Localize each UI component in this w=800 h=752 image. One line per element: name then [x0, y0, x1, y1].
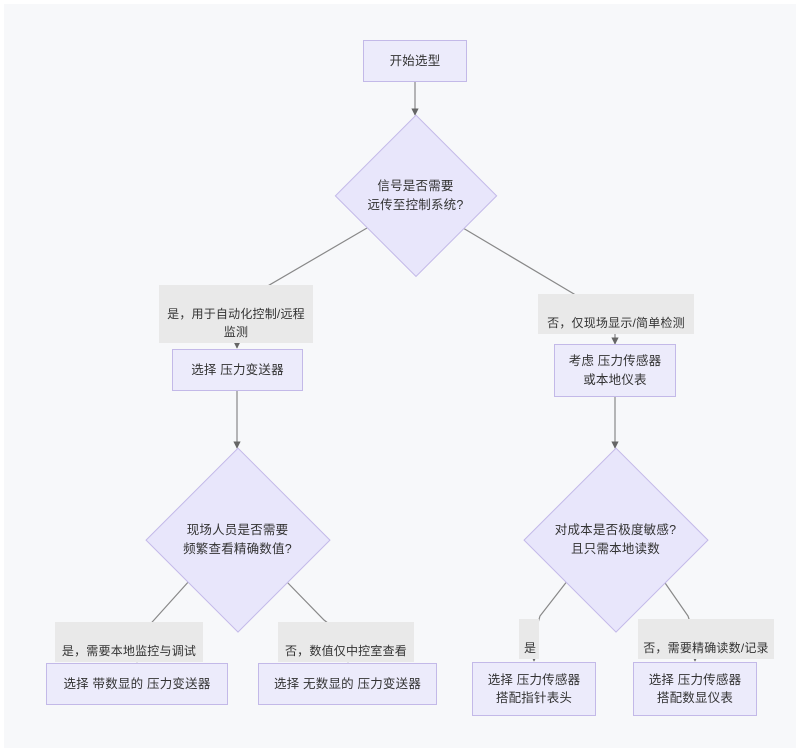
node-result-transmitter-with-display[interactable]: 选择 带数显的 压力变送器: [46, 663, 228, 705]
node-question-cost-sensitive[interactable]: 对成本是否极度敏感? 且只需本地读数: [523, 447, 708, 632]
node-result-sensor-digital-meter-label: 选择 压力传感器 搭配数显仪表: [648, 672, 742, 705]
node-result-transmitter-no-display-label: 选择 无数显的 压力变送器: [273, 676, 422, 691]
node-question-remote-signal-label: 信号是否需要 远传至控制系统?: [367, 179, 464, 212]
node-result-transmitter-with-display-label: 选择 带数显的 压力变送器: [63, 676, 211, 691]
edge-label-yes-onsite: 是，需要本地监控与调试: [55, 622, 203, 662]
node-result-sensor-pointer-gauge[interactable]: 选择 压力传感器 搭配指针表头: [472, 662, 596, 716]
edge-label-yes-remote: 是，用于自动化控制/远程 监测: [159, 285, 313, 343]
node-select-transmitter-label: 选择 压力变送器: [191, 362, 284, 377]
edge-label-no-onsite: 否，数值仅中控室查看: [278, 622, 414, 662]
node-start-label: 开始选型: [389, 53, 441, 68]
node-question-onsite-reading[interactable]: 现场人员是否需要 频繁查看精确数值?: [145, 447, 330, 632]
node-result-sensor-pointer-gauge-label: 选择 压力传感器 搭配指针表头: [487, 672, 581, 705]
node-consider-sensor-local-label: 考虑 压力传感器 或本地仪表: [568, 354, 662, 387]
edge-label-no-remote: 否，仅现场显示/简单检测: [538, 294, 694, 334]
edge-label-no-onsite-text: 否，数值仅中控室查看: [284, 644, 407, 658]
edge-label-no-cost-text: 否，需要精确读数/记录: [643, 641, 769, 655]
node-question-cost-sensitive-label: 对成本是否极度敏感? 且只需本地读数: [554, 523, 677, 556]
edge-label-yes-cost: 是: [519, 619, 539, 659]
node-select-transmitter[interactable]: 选择 压力变送器: [172, 349, 303, 391]
edge-label-no-remote-text: 否，仅现场显示/简单检测: [547, 316, 685, 330]
flowchart-canvas: 开始选型 信号是否需要 远传至控制系统? 选择 压力变送器 考虑 压力传感器 或…: [4, 4, 796, 748]
edge-label-yes-remote-text: 是，用于自动化控制/远程 监测: [167, 307, 305, 339]
edge-label-yes-onsite-text: 是，需要本地监控与调试: [61, 644, 197, 658]
edge-label-no-cost: 否，需要精确读数/记录: [638, 619, 774, 659]
node-consider-sensor-local[interactable]: 考虑 压力传感器 或本地仪表: [554, 344, 676, 397]
node-question-onsite-reading-label: 现场人员是否需要 频繁查看精确数值?: [183, 523, 292, 556]
node-question-remote-signal[interactable]: 信号是否需要 远传至控制系统?: [334, 114, 497, 277]
node-result-sensor-digital-meter[interactable]: 选择 压力传感器 搭配数显仪表: [633, 662, 757, 716]
edge-label-yes-cost-text: 是: [524, 641, 537, 655]
node-result-transmitter-no-display[interactable]: 选择 无数显的 压力变送器: [258, 663, 437, 705]
node-start[interactable]: 开始选型: [363, 40, 467, 82]
